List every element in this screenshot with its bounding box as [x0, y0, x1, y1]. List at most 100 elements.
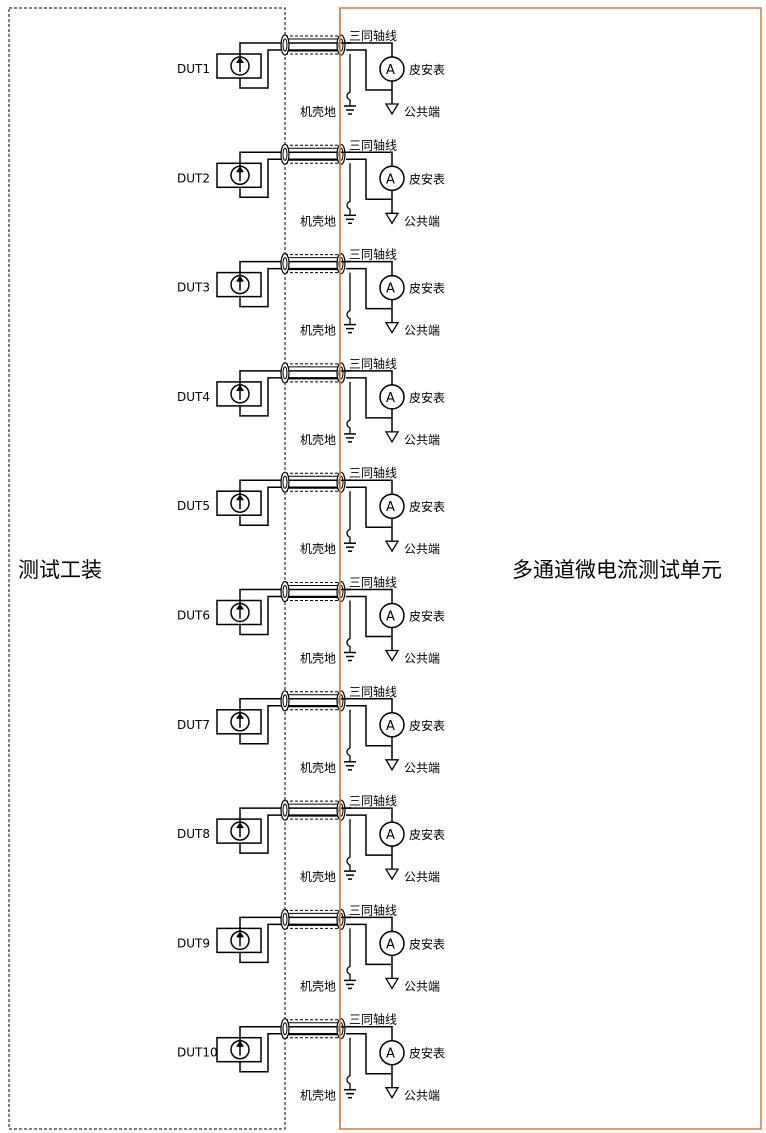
meter-low-wire [346, 705, 392, 747]
common-terminal-label: 公共端 [404, 105, 440, 119]
chassis-ground-label: 机壳地 [300, 1089, 336, 1103]
source-arrow-head [236, 603, 244, 610]
triax-end-right [336, 34, 346, 56]
triax-end-left [280, 799, 290, 821]
triax-end-right [336, 690, 346, 712]
common-terminal-icon [384, 431, 400, 444]
chassis-ground-label: 机壳地 [300, 105, 336, 119]
ammeter-label: 皮安表 [409, 499, 445, 514]
dut-box [216, 709, 262, 735]
dut-label: DUT7 [177, 718, 210, 732]
common-terminal-label: 公共端 [404, 1089, 440, 1103]
triax-cable-label: 三同轴线 [349, 575, 397, 590]
triax-inner-ring [338, 475, 344, 489]
triax-cable-label: 三同轴线 [349, 1012, 397, 1027]
return-wire [239, 705, 345, 745]
triax-end-left [280, 143, 290, 165]
triax-inner-ring [282, 1022, 288, 1036]
triax-cable-label: 三同轴线 [349, 28, 397, 43]
common-terminal-icon [384, 759, 400, 772]
triax-inner-ring [282, 585, 288, 598]
triax-inner-ring [282, 38, 288, 52]
dut-label: DUT1 [177, 62, 210, 76]
ammeter-symbol: A [386, 172, 395, 187]
source-arrow-head [236, 931, 244, 938]
triax-end-left [280, 253, 290, 275]
ammeter-symbol: A [386, 282, 395, 297]
triax-cable-label: 三同轴线 [349, 793, 397, 808]
triax-end-left [280, 690, 290, 712]
chassis-ground-label: 机壳地 [300, 652, 336, 666]
ammeter-label: 皮安表 [409, 718, 445, 733]
triax-inner-ring [338, 585, 344, 598]
common-terminal-label: 公共端 [404, 652, 440, 666]
return-wire [239, 377, 345, 417]
chassis-ground-wire [346, 600, 351, 653]
common-terminal-icon [384, 103, 400, 116]
dut-box [216, 271, 262, 298]
triax-inner-ring [338, 694, 344, 708]
return-wire [239, 49, 345, 89]
dut-label: DUT3 [177, 281, 210, 295]
source-arrow-head [236, 166, 244, 173]
chassis-ground-label: 机壳地 [300, 542, 336, 556]
test-fixture-label: 测试工装 [18, 558, 102, 582]
triax-inner-ring [338, 257, 344, 271]
return-wire [239, 814, 345, 854]
triax-inner-ring [338, 803, 344, 817]
ammeter-symbol: A [386, 391, 395, 406]
source-arrow-head [236, 494, 244, 501]
common-terminal-icon [384, 1087, 400, 1099]
triax-end-left [280, 580, 290, 603]
ammeter-label: 皮安表 [409, 281, 445, 296]
meter-high-wire [341, 260, 393, 276]
dut-label: DUT4 [177, 390, 210, 404]
triax-cable-label: 三同轴线 [349, 356, 397, 371]
ammeter-symbol: A [386, 500, 395, 515]
triax-cable-label: 三同轴线 [349, 902, 397, 917]
ammeter-label: 皮安表 [409, 390, 445, 405]
triax-end-right [336, 471, 346, 493]
meter-high-wire [341, 479, 393, 495]
triax-inner-ring [282, 366, 288, 380]
chassis-ground-label: 机壳地 [300, 214, 336, 228]
chassis-ground-wire [346, 819, 351, 872]
triax-end-right [336, 253, 346, 275]
triax-inner-ring [338, 912, 344, 926]
triax-inner-ring [282, 257, 288, 271]
dut-label: DUT5 [177, 499, 210, 513]
ammeter-symbol: A [386, 719, 395, 734]
triax-inner-ring [282, 912, 288, 926]
triax-end-left [280, 471, 290, 493]
triax-end-left [280, 362, 290, 384]
common-terminal-label: 公共端 [404, 324, 440, 338]
triax-end-right [336, 908, 346, 931]
ammeter-symbol: A [386, 1047, 395, 1062]
meter-low-wire [346, 158, 392, 201]
common-terminal-icon [384, 977, 400, 990]
triax-inner-ring [338, 38, 344, 52]
dut-label: DUT6 [177, 609, 210, 623]
meter-high-wire [341, 42, 393, 57]
triax-inner-ring [282, 803, 288, 817]
ammeter-symbol: A [386, 937, 395, 952]
return-wire [239, 1032, 345, 1073]
dut-box [216, 162, 262, 189]
triax-inner-ring [282, 475, 288, 489]
return-wire [239, 486, 345, 526]
meter-high-wire [341, 588, 393, 604]
meter-low-wire [346, 923, 392, 966]
return-wire [239, 923, 345, 964]
chassis-ground-wire [346, 928, 351, 981]
triax-cable-label: 三同轴线 [349, 247, 397, 262]
